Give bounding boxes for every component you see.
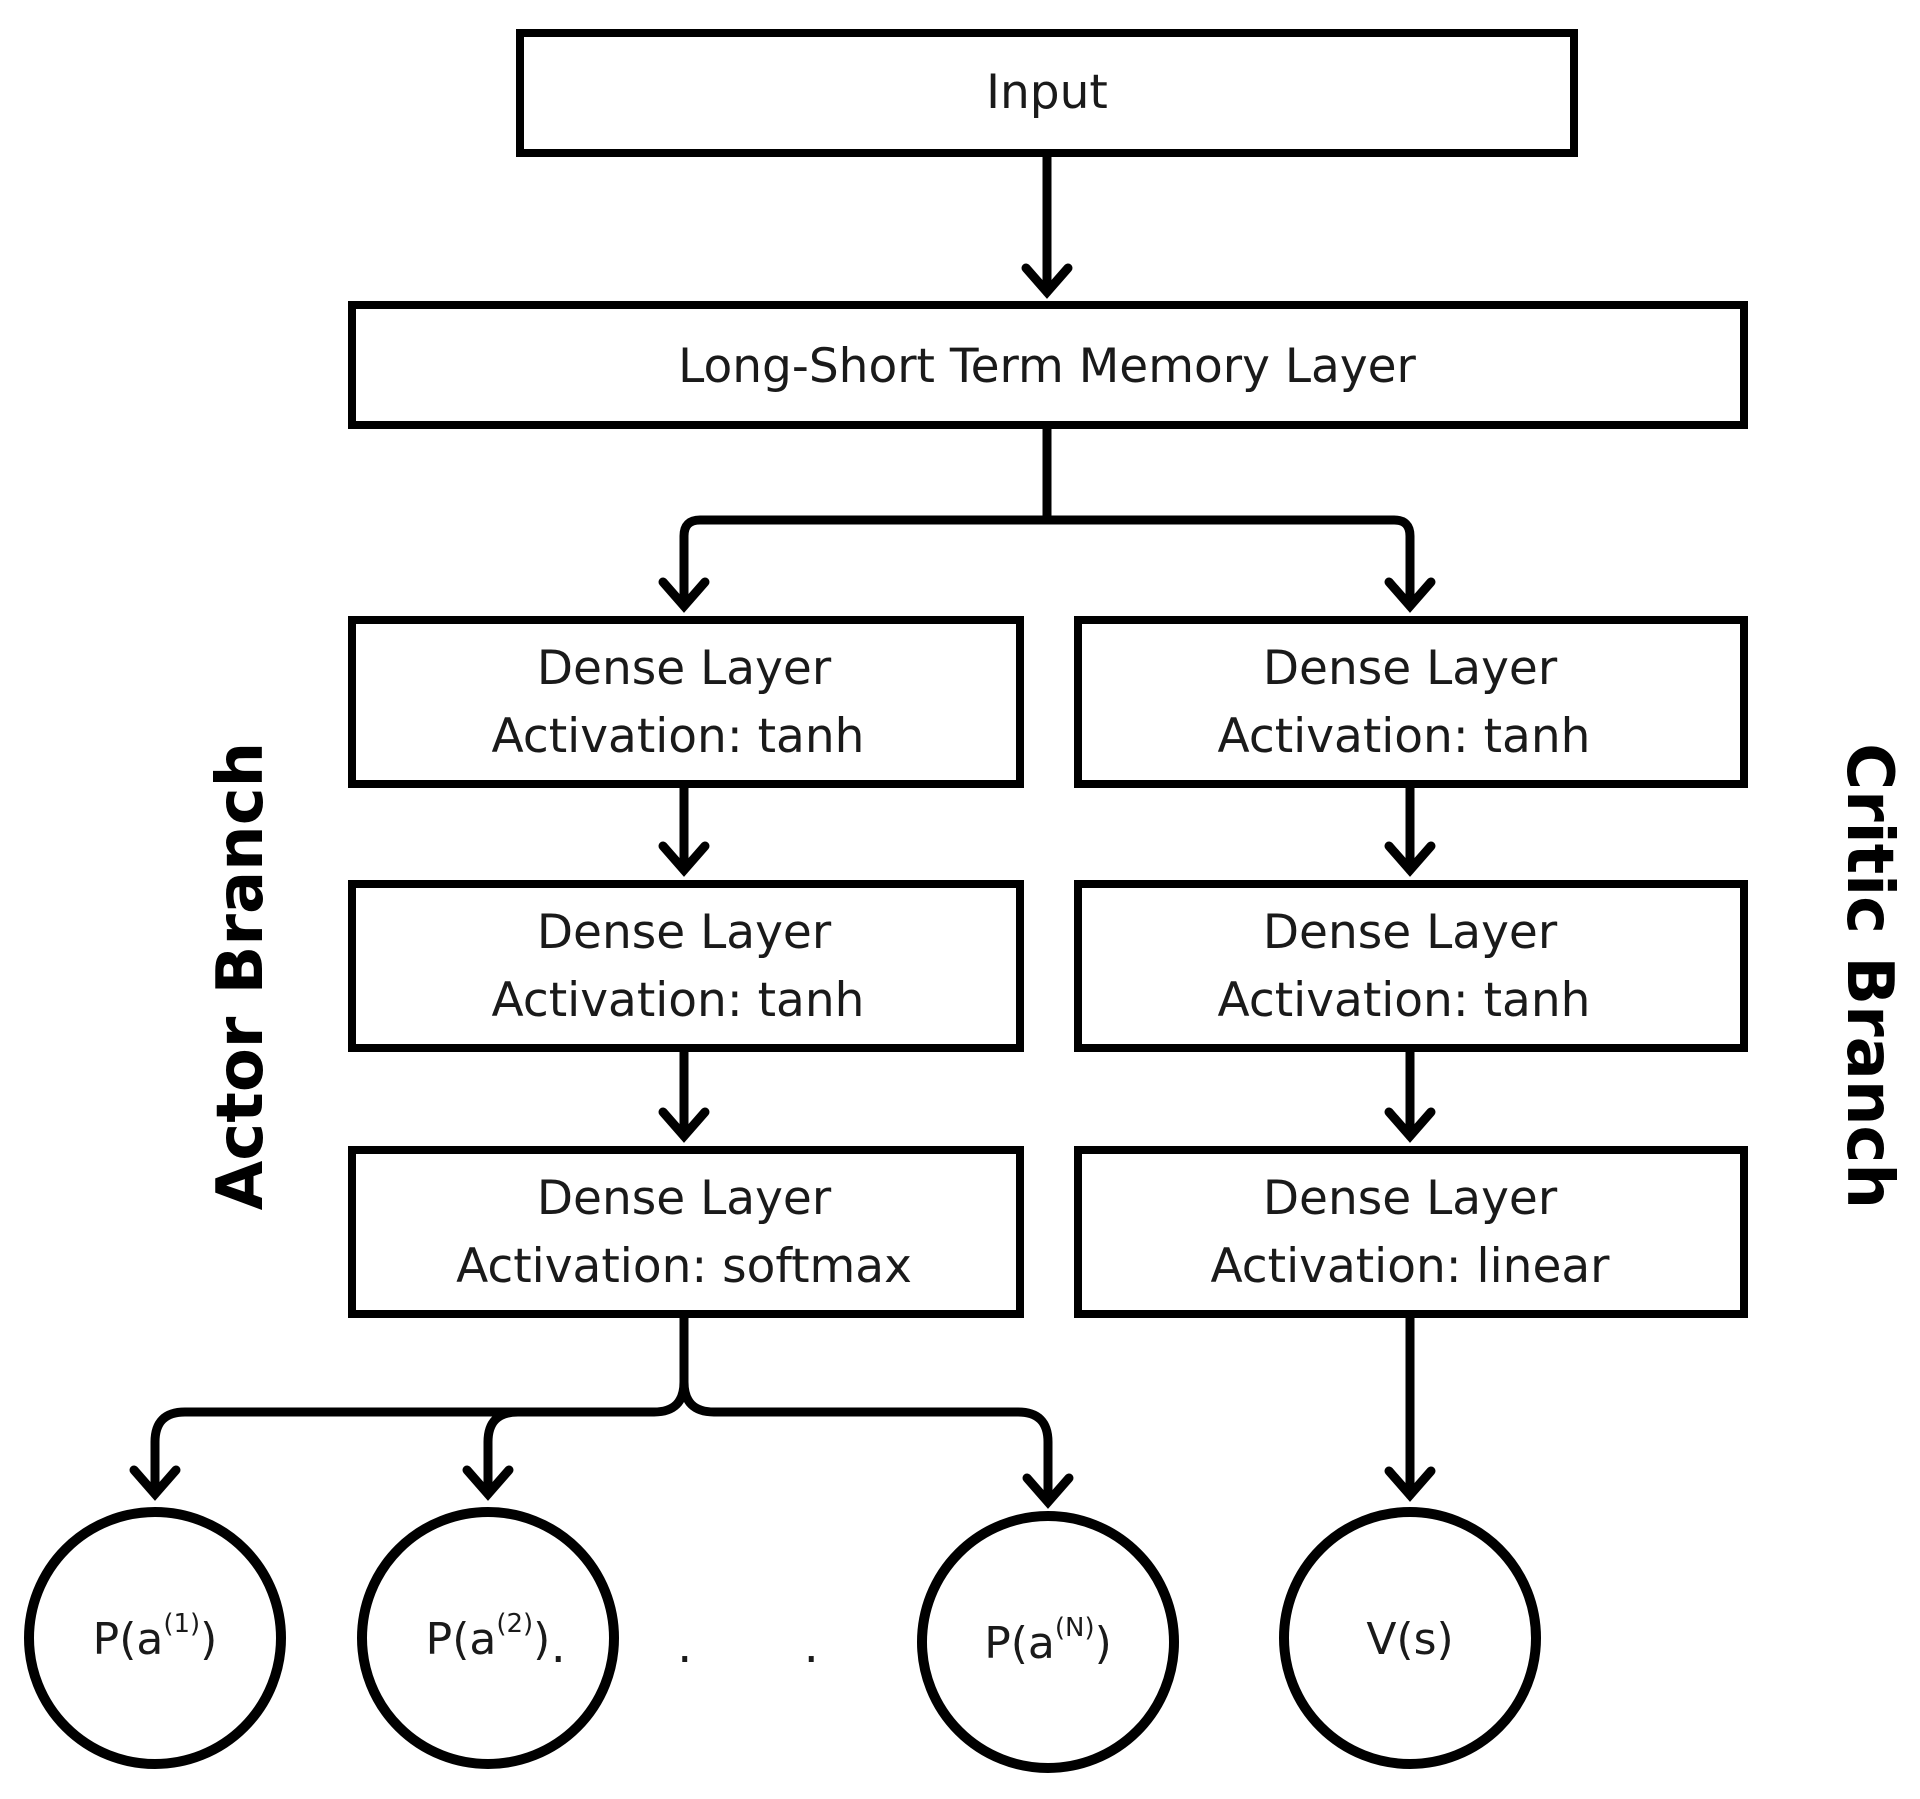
arrowhead-critic-1 [1384, 577, 1436, 613]
ellipsis: . . . . [551, 1618, 994, 1674]
arrowhead-out-2 [462, 1465, 514, 1501]
critic-dense-layer-2: Dense Layer Activation: tanh [1074, 880, 1748, 1052]
output-node-n-label: P(a(N)) [984, 1613, 1112, 1669]
actor-dense-layer-2: Dense Layer Activation: tanh [348, 880, 1024, 1052]
arrowhead-lstm [1021, 263, 1073, 299]
critic-layer-3-activation: Activation: linear [1210, 1239, 1610, 1294]
value-node: V(s) [1279, 1507, 1541, 1769]
critic-layer-2-activation: Activation: tanh [1218, 973, 1591, 1028]
critic-layer-1-activation: Activation: tanh [1218, 709, 1591, 764]
input-label: Input [986, 65, 1108, 120]
critic-dense-layer-1: Dense Layer Activation: tanh [1074, 616, 1748, 788]
actor-layer-1-activation: Activation: tanh [492, 709, 865, 764]
lstm-label: Long-Short Term Memory Layer [678, 339, 1416, 394]
actor-branch-label: Actor Branch [204, 742, 278, 1210]
arrowhead-value [1384, 1466, 1436, 1502]
ellipsis-text: . . . . [551, 1618, 994, 1674]
actor-layer-3-name: Dense Layer [537, 1171, 832, 1226]
arrowhead-out-1 [129, 1465, 181, 1501]
lstm-box: Long-Short Term Memory Layer [348, 301, 1748, 429]
actor-layer-2-name: Dense Layer [537, 905, 832, 960]
value-node-label: V(s) [1366, 1614, 1453, 1665]
arrowhead-critic-2 [1384, 841, 1436, 877]
output-node-2: P(a(2)) [357, 1507, 619, 1769]
critic-layer-3-name: Dense Layer [1263, 1171, 1558, 1226]
actor-layer-2-activation: Activation: tanh [492, 973, 865, 1028]
output-node-2-label: P(a(2)) [426, 1609, 551, 1665]
output-node-1: P(a(1)) [24, 1507, 286, 1769]
arrowhead-actor-2 [658, 841, 710, 877]
critic-dense-layer-3: Dense Layer Activation: linear [1074, 1146, 1748, 1318]
arrowhead-actor-1 [658, 577, 710, 613]
output-node-1-label: P(a(1)) [93, 1609, 218, 1665]
arrowhead-actor-3 [658, 1107, 710, 1143]
critic-layer-1-name: Dense Layer [1263, 641, 1558, 696]
actor-layer-3-activation: Activation: softmax [456, 1239, 912, 1294]
critic-layer-2-name: Dense Layer [1263, 905, 1558, 960]
actor-dense-layer-3: Dense Layer Activation: softmax [348, 1146, 1024, 1318]
edges [129, 150, 1436, 1509]
edge-actor-fanout [150, 1313, 1053, 1507]
arrowhead-out-n [1022, 1473, 1074, 1509]
edge-lstm-split [679, 423, 1415, 611]
input-box: Input [516, 29, 1578, 157]
actor-dense-layer-1: Dense Layer Activation: tanh [348, 616, 1024, 788]
arrowhead-critic-3 [1384, 1107, 1436, 1143]
critic-branch-label: Critic Branch [1832, 743, 1906, 1209]
output-node-n: P(a(N)) [917, 1511, 1179, 1773]
actor-layer-1-name: Dense Layer [537, 641, 832, 696]
